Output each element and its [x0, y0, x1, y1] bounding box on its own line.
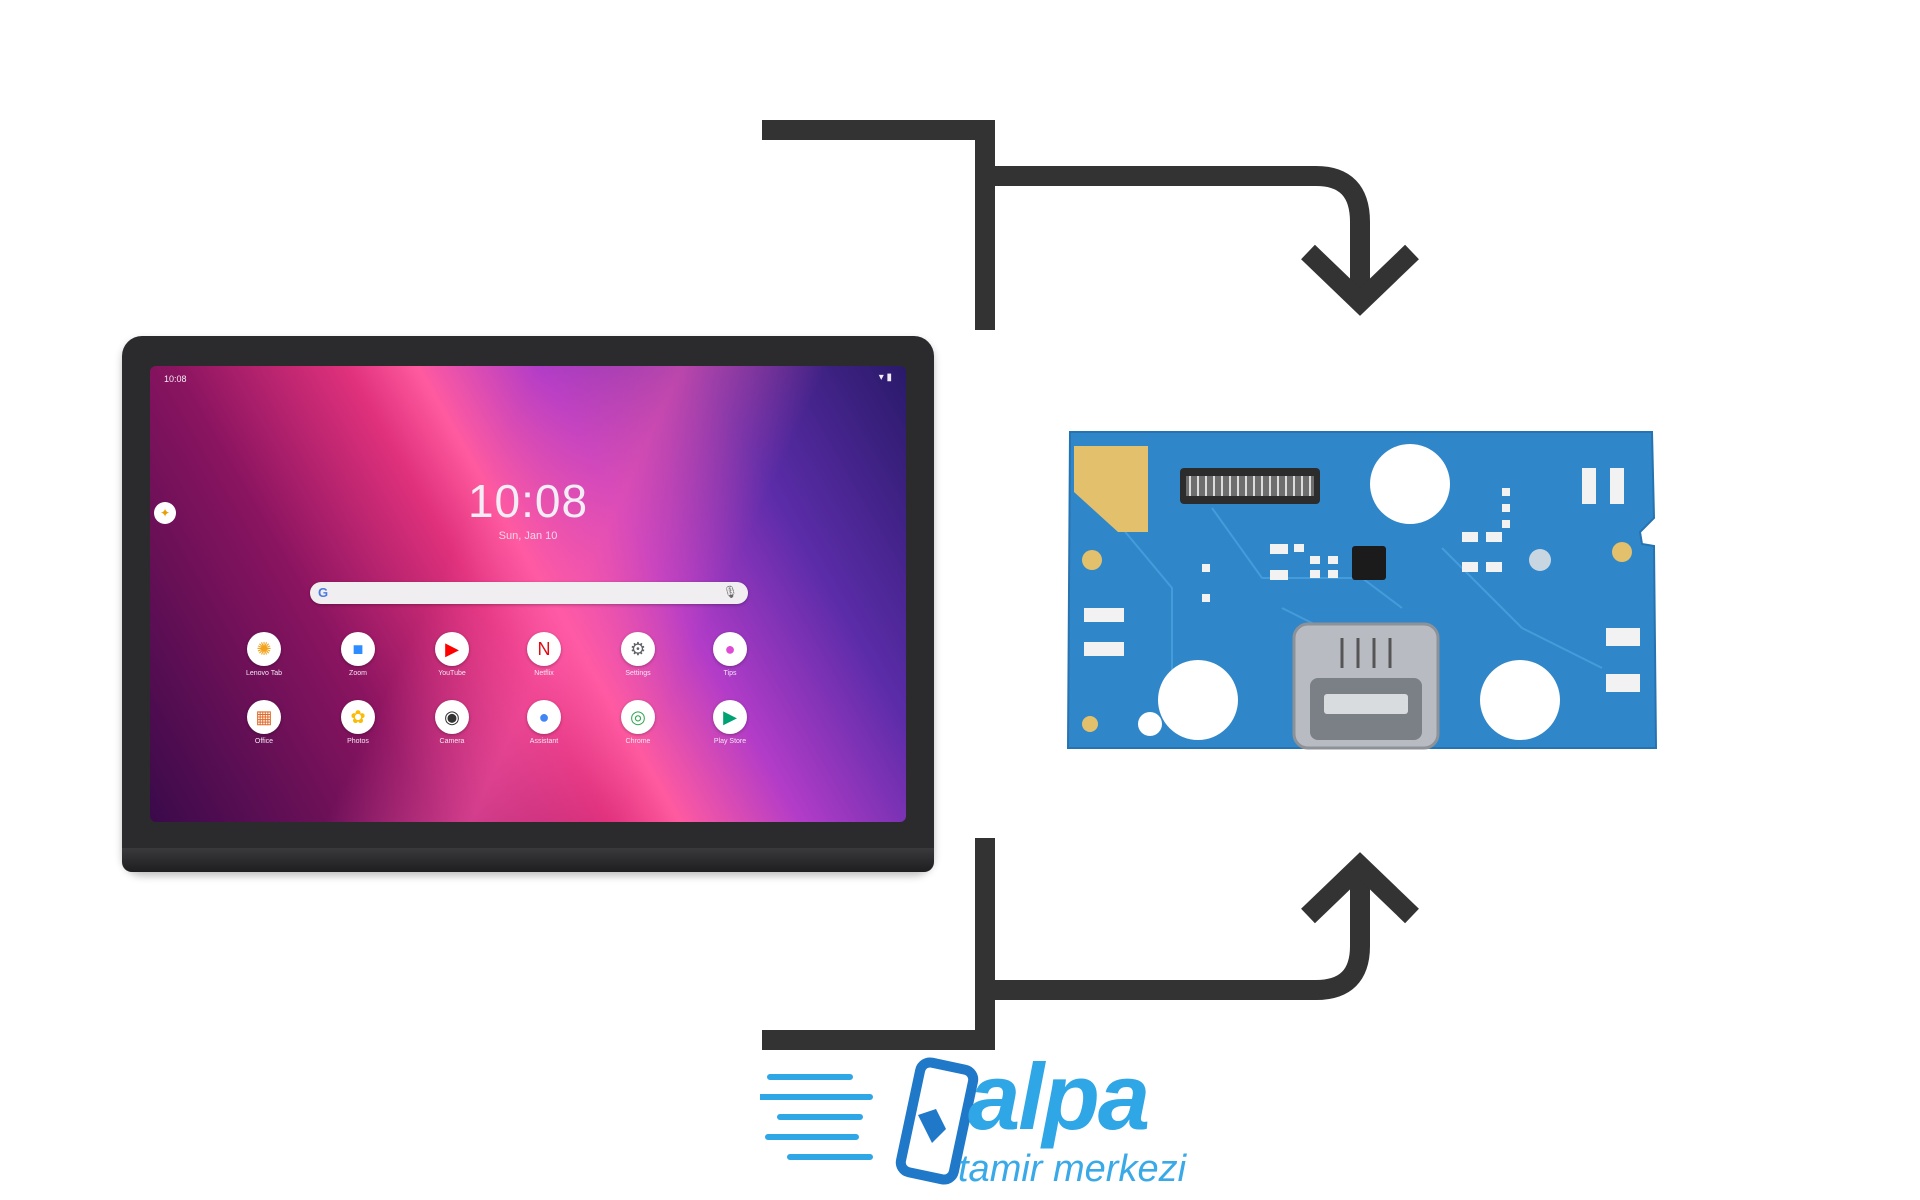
app-icon-item: ▶ YouTube	[407, 632, 497, 677]
app-icon-item: ⚙ Settings	[593, 632, 683, 677]
app-label: YouTube	[438, 670, 466, 677]
app-icon: ●	[713, 632, 747, 666]
app-label: Office	[254, 738, 274, 745]
app-label: Chrome	[625, 738, 651, 745]
logo-tagline: tamir merkezi	[958, 1148, 1187, 1190]
app-icon: ◎	[621, 700, 655, 734]
google-icon: G	[318, 585, 329, 600]
charging-port-board	[1066, 431, 1658, 750]
top-arrow-head-icon	[1301, 244, 1419, 316]
app-icon-item: ◉ Camera	[407, 700, 497, 745]
app-icon-item: ✺ Lenovo Tab	[219, 632, 309, 677]
app-icon: ●	[527, 700, 561, 734]
app-icon-item: ◎ Chrome	[593, 700, 683, 745]
app-icon-item: ● Tips	[685, 632, 775, 677]
app-icon: ■	[341, 632, 375, 666]
app-label: Zoom	[349, 670, 367, 677]
app-label: Tips	[723, 670, 737, 677]
alpa-logo	[760, 1057, 979, 1185]
app-icon: ▦	[247, 700, 281, 734]
bottom-arrow-line	[985, 868, 1370, 1000]
app-icon: ✺	[247, 632, 281, 666]
app-label: Camera	[439, 738, 465, 745]
app-icon: ▶	[713, 700, 747, 734]
app-icon: N	[527, 632, 561, 666]
app-label: Photos	[347, 738, 369, 745]
lock-date: Sun, Jan 10	[498, 530, 558, 542]
app-icon-item: ▦ Office	[219, 700, 309, 745]
status-icons: ▾ ▮	[878, 372, 892, 383]
app-icon: ◉	[435, 700, 469, 734]
app-icon-item: ▶ Play Store	[685, 700, 775, 745]
status-time: 10:08	[164, 374, 187, 384]
app-label: Netflix	[534, 670, 554, 677]
app-label: Assistant	[529, 738, 559, 745]
app-label: Lenovo Tab	[245, 670, 283, 677]
bottom-arrow-bracket	[762, 838, 995, 1050]
app-icon-item: ✿ Photos	[313, 700, 403, 745]
app-icon: ▶	[435, 632, 469, 666]
app-label: Settings	[625, 670, 651, 677]
top-arrow-bracket	[762, 120, 995, 330]
top-arrow-line	[985, 166, 1370, 296]
tablet-speaker-bar	[122, 848, 934, 872]
logo-wordmark: alpa	[968, 1044, 1150, 1149]
app-icon: ✿	[341, 700, 375, 734]
app-icon-item: N Netflix	[499, 632, 589, 677]
app-icon: ⚙	[621, 632, 655, 666]
app-icon-item: ● Assistant	[499, 700, 589, 745]
assistant-icon: ✦	[154, 502, 176, 524]
app-icon-item: ■ Zoom	[313, 632, 403, 677]
lock-clock: 10:08	[467, 475, 589, 527]
tablet-screen: 10:08 ▾ ▮ ✦ 10:08 Sun, Jan 10 G 🎙 ✺ Lenov…	[150, 366, 906, 822]
bottom-arrow-head-icon	[1301, 852, 1419, 924]
search-bar: G 🎙	[310, 582, 748, 604]
mic-icon: 🎙	[722, 585, 738, 599]
app-label: Play Store	[713, 738, 747, 745]
